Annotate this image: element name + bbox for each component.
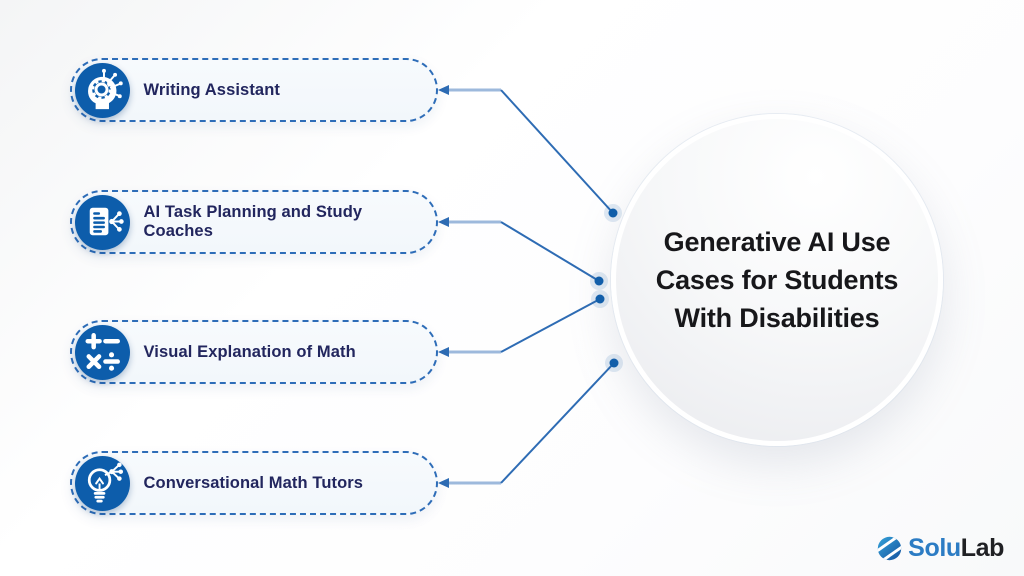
- central-circle: Generative AI Use Cases for Students Wit…: [611, 114, 943, 446]
- title-line-2: Cases for Students: [655, 265, 899, 295]
- connector-task-planning: [438, 217, 608, 290]
- writing-assistant-badge: [74, 62, 130, 118]
- connector-writing-assistant: [438, 85, 622, 222]
- conversational-tutor-icon: [87, 462, 123, 503]
- title-line-1: Generative AI Use: [663, 227, 891, 257]
- use-case-item-writing-assistant: Writing Assistant: [70, 58, 438, 122]
- page-title: Generative AI Use Cases for Students Wit…: [655, 223, 899, 337]
- logo-text-solu: Solu: [908, 534, 961, 562]
- visual-math-icon: [85, 332, 120, 371]
- connector-conversational-tutor: [438, 354, 623, 488]
- logo-text-lab: Lab: [960, 534, 1005, 562]
- conversational-tutor-badge: [74, 455, 130, 511]
- use-case-item-task-planning: AI Task Planning and Study Coaches: [70, 190, 438, 254]
- use-case-item-conversational-tutor: Conversational Math Tutors: [70, 451, 438, 515]
- use-case-item-visual-math: Visual Explanation of Math: [70, 320, 438, 384]
- solulab-globe-icon: [877, 536, 902, 561]
- use-case-label: Conversational Math Tutors: [143, 473, 364, 492]
- writing-assistant-icon: [87, 68, 123, 109]
- solulab-logo: Solu Lab: [876, 534, 1004, 563]
- visual-math-badge: [74, 324, 130, 380]
- use-case-label: Writing Assistant: [143, 80, 280, 99]
- use-case-label: AI Task Planning and Study Coaches: [143, 203, 363, 240]
- task-planning-badge: [74, 194, 130, 250]
- connector-visual-math: [438, 290, 609, 357]
- use-case-label: Visual Explanation of Math: [143, 342, 356, 361]
- title-line-3: With Disabilities: [674, 303, 880, 333]
- task-planning-icon: [89, 207, 124, 235]
